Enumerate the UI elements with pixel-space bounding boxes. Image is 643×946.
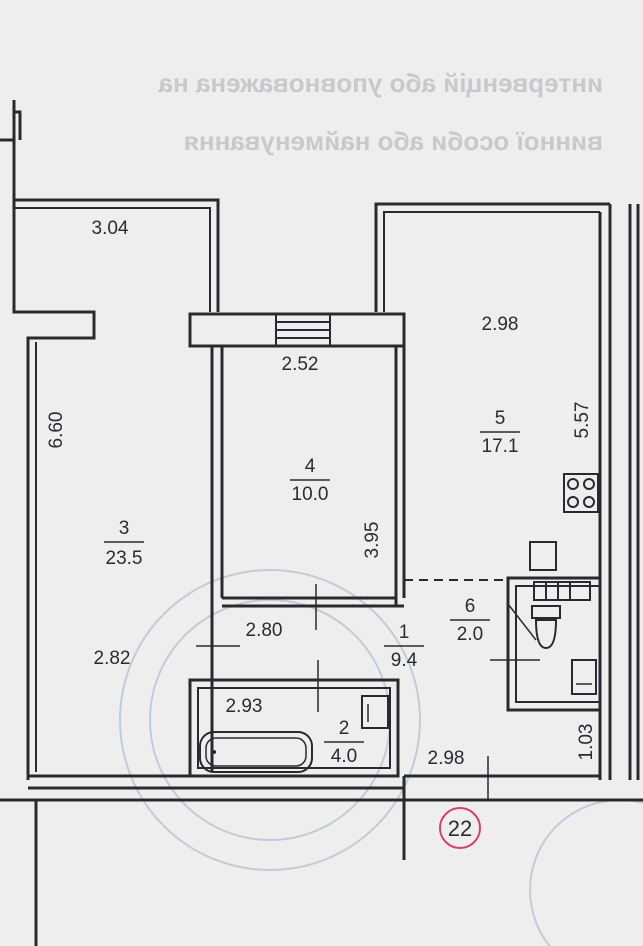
kitchen-sink-icon [529, 541, 557, 571]
dim-corridor-width: 2.98 [428, 748, 465, 769]
room2-number: 2 [339, 718, 350, 739]
background-text: интервенцій або уповноважена на винної о… [158, 68, 603, 156]
bathroom-sink-icon [361, 695, 389, 729]
dim-room4-length: 3.95 [362, 522, 383, 559]
room5-number: 5 [495, 408, 506, 429]
room1-number: 1 [399, 622, 410, 643]
room-labels: 3.04 6.60 3 23.5 2.82 2.52 4 10.0 3.95 2… [46, 218, 597, 769]
room3-area: 23.5 [106, 548, 143, 569]
dim-bath-width: 2.93 [226, 696, 263, 717]
dim-room3-length: 6.60 [46, 412, 67, 449]
room2-area: 4.0 [331, 746, 357, 767]
apartment-number: 22 [448, 816, 472, 841]
dim-room5-length: 5.57 [572, 402, 593, 439]
stove-icon [563, 473, 599, 513]
toilet-icon [507, 603, 561, 650]
apartment-number-marker: 22 [439, 807, 481, 849]
walls [0, 100, 643, 946]
washbasin-icon [571, 659, 597, 695]
dim-wc-length: 1.03 [576, 724, 597, 761]
room5-area: 17.1 [482, 436, 519, 457]
dim-hall-width: 2.80 [246, 620, 283, 641]
room6-area: 2.0 [457, 624, 483, 645]
background-line-2: винної особи або найменування [184, 126, 603, 156]
fixtures [199, 473, 599, 773]
background-line-1: интервенцій або уповноважена на [158, 68, 603, 98]
dim-room4-width: 2.52 [282, 354, 319, 375]
room1-area: 9.4 [391, 650, 418, 671]
dim-room5-width: 2.98 [482, 314, 519, 335]
room3-number: 3 [119, 518, 130, 539]
dim-room3-width: 2.82 [94, 648, 131, 669]
bathtub-icon [199, 731, 313, 773]
dim-balcony-left-width: 3.04 [92, 218, 129, 239]
radiator-icon [533, 581, 591, 601]
room4-number: 4 [305, 456, 316, 477]
room4-area: 10.0 [292, 484, 329, 505]
room6-number: 6 [465, 596, 476, 617]
